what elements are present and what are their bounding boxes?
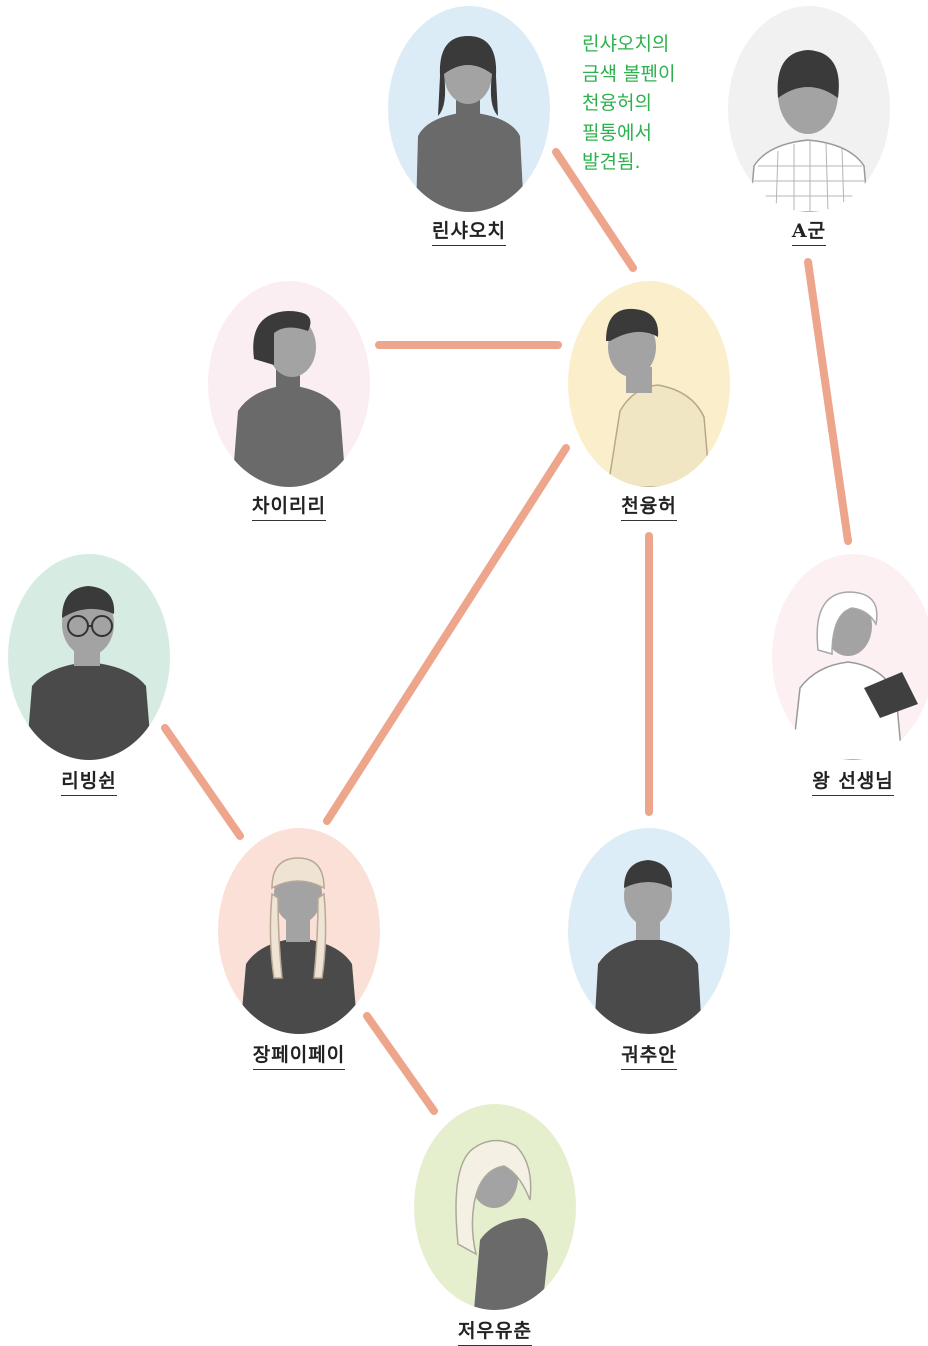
- name-label: 천융허: [559, 491, 739, 521]
- note-line: 발견됨.: [582, 151, 641, 173]
- portrait-teacher-wang[interactable]: [772, 554, 928, 760]
- note-line: 린샤오치의: [582, 33, 670, 55]
- evidence-note: 린샤오치의 금색 볼펜이 천융허의 필통에서 발견됨.: [582, 30, 732, 178]
- boy-back-figure-icon: [749, 50, 869, 212]
- portrait-a-gun[interactable]: [728, 6, 890, 212]
- reading-figure-icon: [791, 591, 918, 760]
- portrait-libingxin[interactable]: [8, 554, 170, 760]
- portrait-chenyongxu[interactable]: [568, 281, 730, 487]
- name-label: 차이리리: [199, 491, 379, 521]
- girl-bob-figure-icon: [232, 311, 346, 487]
- braids-figure-icon: [240, 857, 358, 1034]
- edge-linxiaoqi-chenyongxu: [552, 148, 637, 272]
- name-label: 린샤오치: [379, 216, 559, 246]
- name-label: 리빙쉰: [0, 766, 179, 796]
- name-label: A군: [719, 216, 899, 246]
- note-line: 금색 볼펜이: [582, 62, 676, 85]
- boy-figure-icon: [606, 308, 711, 487]
- boy-polo-figure-icon: [594, 860, 702, 1034]
- name-label: 궈추안: [559, 1040, 739, 1070]
- portrait-cailili[interactable]: [208, 281, 370, 487]
- edge-chenyongxu-zhangpeipei: [323, 444, 570, 825]
- note-line: 천융허의: [582, 92, 652, 114]
- girl-figure-icon: [416, 36, 524, 212]
- glasses-figure-icon: [26, 586, 152, 760]
- edge-zhangpeipei-zhouyouchun: [363, 1012, 438, 1115]
- long-hair-figure-icon: [455, 1139, 548, 1310]
- name-label: 저우유춘: [405, 1316, 585, 1346]
- edge-libingxin-zhangpeipei: [161, 724, 244, 840]
- portrait-zhouyouchun[interactable]: [414, 1104, 576, 1310]
- portrait-linxiaoqi[interactable]: [388, 6, 550, 212]
- edge-agun-teacherwang: [804, 258, 852, 545]
- name-label: 왕 선생님: [763, 766, 928, 796]
- name-label: 장페이페이: [209, 1040, 389, 1070]
- note-line: 필통에서: [582, 121, 652, 144]
- portrait-zhangpeipei[interactable]: [218, 828, 380, 1034]
- portrait-guochuan[interactable]: [568, 828, 730, 1034]
